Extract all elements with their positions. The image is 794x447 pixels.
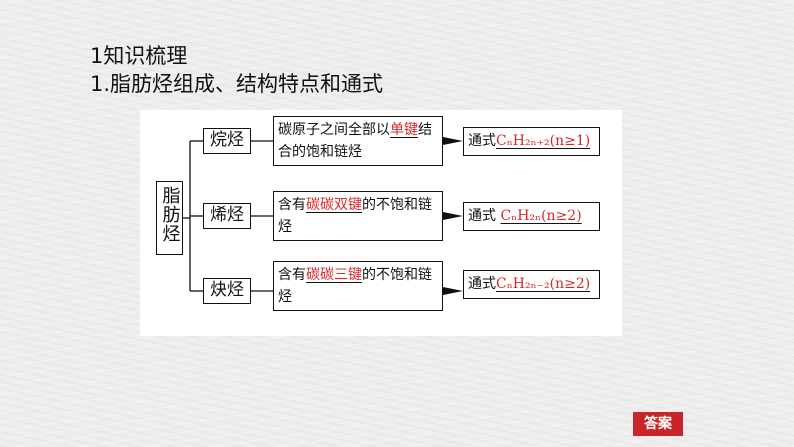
formula-alkane: 通式CₙH₂ₙ₊₂(n≥1) [463, 127, 600, 156]
subsection-title: 1.脂肪烃组成、结构特点和通式 [90, 72, 384, 96]
category-alkyne: 炔烃 [203, 278, 251, 304]
desc-text: 碳原子之间全部以 [278, 122, 390, 138]
description-alkyne: 含有碳碳三键的不饱和链烃 [273, 261, 443, 311]
description-alkane: 碳原子之间全部以单键结合的饱和链烃 [273, 116, 443, 166]
desc-text: 的不饱和链烃 [278, 197, 432, 235]
category-label: 烯烃 [210, 205, 244, 225]
formula-alkene: 通式 CₙH₂ₙ(n≥2) [463, 202, 600, 231]
formula-prefix: 通式 [468, 208, 496, 224]
formula-prefix: 通式 [468, 276, 496, 292]
connector-lines [183, 137, 463, 295]
category-label: 炔烃 [210, 280, 244, 300]
highlight-term: 碳碳双键 [306, 197, 362, 213]
formula-alkyne: 通式CₙH₂ₙ₋₂(n≥2) [463, 270, 600, 299]
desc-text: 含有 [278, 197, 306, 213]
desc-text: 的不饱和链烃 [278, 267, 432, 305]
formula-prefix: 通式 [468, 133, 496, 149]
formula-red: CₙH₂ₙ₊₂(n≥1) [496, 133, 591, 149]
classification-diagram: 脂肪烃 烷烃 碳原子之间全部以单键结合的饱和链烃 通式CₙH₂ₙ₊₂(n≥1) … [140, 110, 622, 336]
category-alkane: 烷烃 [203, 128, 251, 154]
category-label: 烷烃 [210, 130, 244, 150]
highlight-term: 碳碳三键 [306, 267, 362, 283]
desc-text: 结合的饱和链烃 [278, 122, 432, 160]
description-alkene: 含有碳碳双键的不饱和链烃 [273, 191, 443, 241]
section-title: 1知识梳理 [90, 44, 188, 68]
category-alkene: 烯烃 [203, 203, 251, 229]
root-node-aliphatic-hydrocarbon: 脂肪烃 [156, 181, 183, 255]
desc-text: 含有 [278, 267, 306, 283]
answer-button[interactable]: 答案 [633, 412, 683, 436]
formula-red: CₙH₂ₙ(n≥2) [500, 208, 582, 224]
highlight-term: 单键 [390, 122, 418, 138]
formula-red: CₙH₂ₙ₋₂(n≥2) [496, 276, 591, 292]
root-label: 脂肪烃 [159, 186, 181, 243]
